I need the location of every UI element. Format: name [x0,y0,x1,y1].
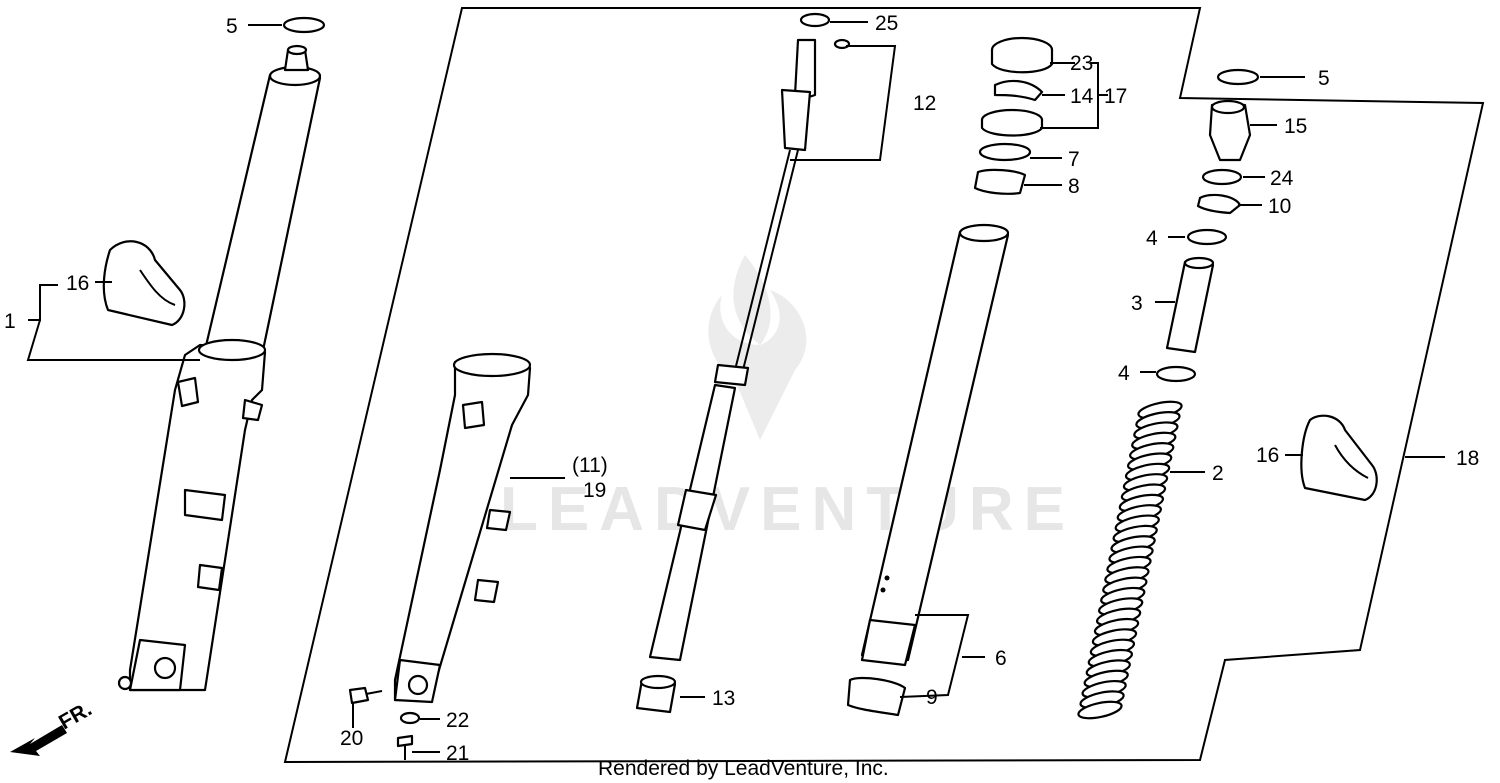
callout-21: 21 [446,742,469,765]
part-5-ring-left [282,16,326,34]
spring-2 [1077,400,1183,720]
fork-tube-6 [846,223,1010,717]
footer-credit: Rendered by LeadVenture, Inc. [598,757,889,780]
right-column-parts [1155,68,1260,383]
callout-22: 22 [446,709,469,732]
spring-coil [1077,700,1123,720]
callout-12: 12 [913,92,936,115]
assembly-outline [283,7,1485,764]
callout-2: 2 [1212,462,1224,485]
seal-stack [973,36,1054,195]
callout-17: 17 [1104,85,1127,108]
part-16-clamp-left [102,240,186,327]
callout-5a: 5 [226,15,238,38]
front-direction-arrow-icon: FR. [10,697,96,756]
part-16-clamp-right [1300,414,1378,502]
callout-24: 24 [1270,167,1294,190]
callout-4b: 4 [1118,362,1130,385]
callout-19: 19 [583,479,606,502]
callout-5b: 5 [1318,67,1330,90]
callout-16b: 16 [1256,444,1279,467]
callout-23: 23 [1070,52,1093,75]
callout-11: (11) [572,454,608,477]
callout-9: 9 [926,686,938,709]
callout-6: 6 [995,647,1007,670]
callout-16a: 16 [66,272,89,295]
damper-rod-assembly [635,12,851,714]
small-hardware [348,686,440,760]
watermark: LEADVENTURE [500,255,1075,544]
callout-20: 20 [340,727,363,750]
watermark-text: LEADVENTURE [500,475,1075,544]
callout-3: 3 [1131,292,1143,315]
callout-10: 10 [1268,195,1291,218]
left-fork-assembly [117,44,322,692]
callout-18: 18 [1456,447,1479,470]
callout-4a: 4 [1146,227,1158,250]
callout-1: 1 [4,310,16,333]
callout-13: 13 [712,687,735,710]
callout-14: 14 [1070,85,1094,108]
fork-slider-19 [393,352,532,704]
callout-8: 8 [1068,175,1080,198]
callout-25: 25 [875,12,898,35]
callout-7: 7 [1068,148,1080,171]
callout-15: 15 [1284,115,1307,138]
